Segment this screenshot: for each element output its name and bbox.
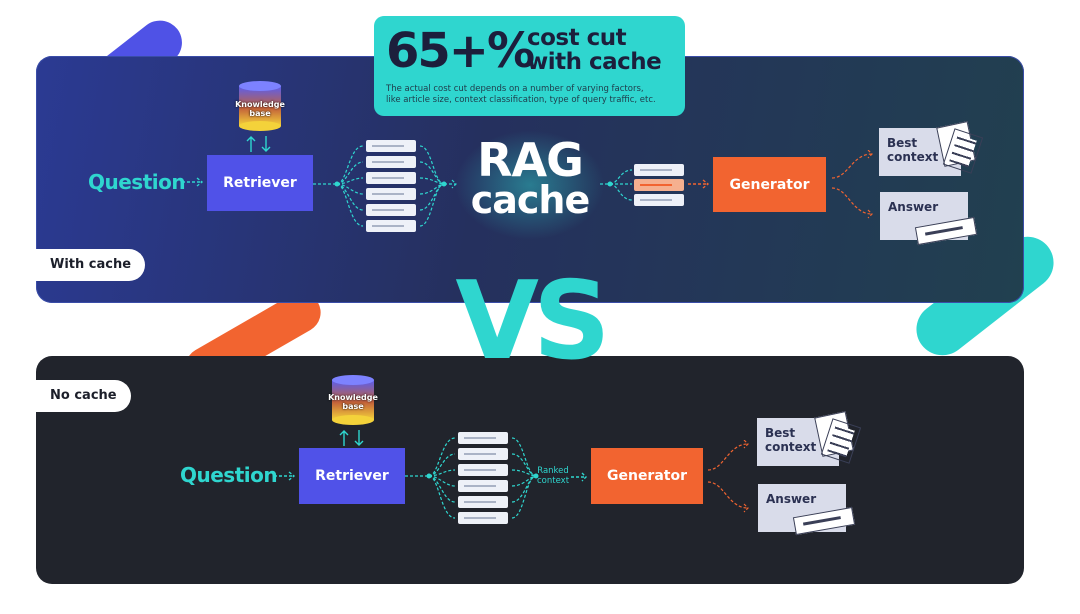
fan-out-arrows-icon (313, 145, 364, 227)
fan-in-arrows-icon (419, 145, 457, 227)
rag-cache-title: RAG cache (470, 133, 591, 222)
doc-item (458, 448, 508, 460)
knowledge-base-label: Knowledge base (235, 100, 285, 118)
doc-item (366, 156, 416, 168)
doc-item (366, 188, 416, 200)
doc-item (458, 480, 508, 492)
doc-item (366, 204, 416, 216)
knowledge-base-cylinder-icon (332, 375, 374, 425)
doc-item (458, 432, 508, 444)
doc-item (634, 194, 684, 206)
knowledge-base-label: Knowledge base (328, 393, 378, 411)
no-cache-panel (36, 356, 1024, 584)
fan-in-arrows-icon (511, 437, 539, 519)
retriever-box: Retriever (207, 155, 313, 211)
kb-updown-arrows-icon (246, 136, 271, 152)
arrow-right-icon (182, 177, 204, 187)
doc-item (458, 464, 508, 476)
generator-output-arrows-icon (707, 440, 749, 513)
section-label-no-cache: No cache (36, 380, 131, 412)
cache-to-docs-arrows-icon (600, 169, 633, 201)
arrow-right-icon (571, 472, 587, 482)
promo-headline: cost cut with cache (527, 25, 662, 75)
doc-item (366, 140, 416, 152)
arrow-right-icon (274, 471, 296, 481)
question-label: Question (180, 463, 278, 487)
question-label: Question (88, 170, 186, 194)
promo-box (374, 16, 685, 116)
doc-item (458, 496, 508, 508)
arrow-right-icon (688, 179, 710, 189)
promo-percent: 65+% (386, 23, 535, 79)
generator-box: Generator (591, 448, 703, 504)
ranked-context-label: Ranked context (537, 466, 570, 486)
promo-note: The actual cost cut depends on a number … (386, 84, 656, 105)
generator-box: Generator (713, 157, 826, 212)
doc-item (366, 172, 416, 184)
fan-out-arrows-icon (405, 437, 456, 519)
doc-item-selected (634, 179, 684, 191)
vs-label: VS (455, 259, 610, 384)
doc-item (634, 164, 684, 176)
knowledge-base-cylinder-icon (239, 81, 281, 131)
generator-output-arrows-icon (831, 150, 873, 219)
retriever-box: Retriever (299, 448, 405, 504)
doc-item (458, 512, 508, 524)
doc-item (366, 220, 416, 232)
rag-cache-glow (455, 130, 605, 240)
kb-updown-arrows-icon (339, 430, 364, 446)
section-label-with-cache: With cache (36, 249, 146, 281)
